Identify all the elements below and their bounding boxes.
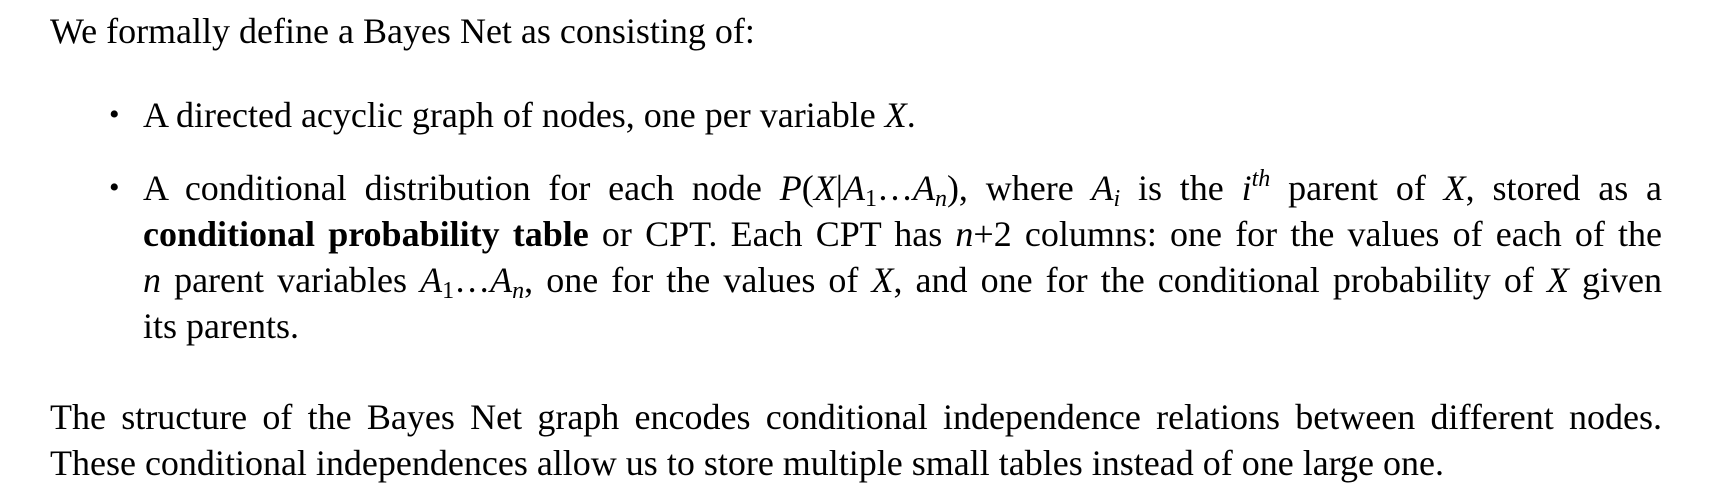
bullet-icon: • xyxy=(109,171,120,204)
math-variable: X xyxy=(1443,168,1466,208)
math-subscript: i xyxy=(1113,186,1121,212)
math-variable: A xyxy=(912,168,935,208)
math-variable: X xyxy=(1546,260,1569,300)
bullet-icon: • xyxy=(109,98,120,131)
math-subscript: n xyxy=(934,186,947,212)
math-symbol: … xyxy=(454,260,491,300)
math-variable: n xyxy=(955,214,974,254)
text: A conditional distribution for each node xyxy=(143,168,780,208)
math-variable: X xyxy=(871,260,894,300)
text: parent variables xyxy=(161,260,421,300)
paragraph-line: The structure of the Bayes Net graph enc… xyxy=(50,397,1662,437)
math-variable: P xyxy=(779,168,802,208)
list-item: • A directed acyclic graph of nodes, one… xyxy=(50,92,1662,138)
math-subscript: 1 xyxy=(442,278,455,304)
list-item: • A conditional distribution for each no… xyxy=(50,165,1662,349)
text: or CPT. Each CPT has xyxy=(588,214,956,254)
math-symbol: | xyxy=(835,168,843,208)
bullet-line: its parents. xyxy=(143,306,299,346)
paragraph-line: These conditional independences allow us… xyxy=(50,443,1444,483)
text: . xyxy=(906,95,916,135)
text: columns: one for the values of each of t… xyxy=(1011,214,1662,254)
math-variable: A xyxy=(420,260,443,300)
text: , stored as a xyxy=(1465,168,1663,208)
math-variable: X xyxy=(884,95,907,135)
math-subscript: 1 xyxy=(864,186,877,212)
math-symbol: ( xyxy=(801,168,814,208)
math-symbol: … xyxy=(876,168,913,208)
text: parent of xyxy=(1270,168,1444,208)
text: , one for the values of xyxy=(524,260,872,300)
text: A directed acyclic graph of nodes, one p… xyxy=(143,95,885,135)
math-variable: A xyxy=(1091,168,1114,208)
intro-paragraph: We formally define a Bayes Net as consis… xyxy=(50,11,755,51)
bullet-line: conditional probability table or CPT. Ea… xyxy=(143,211,1662,257)
bullet-line: A directed acyclic graph of nodes, one p… xyxy=(143,92,1662,138)
math-variable: i xyxy=(1241,168,1252,208)
math-subscript: n xyxy=(512,278,525,304)
math-superscript: th xyxy=(1251,166,1271,192)
math-variable: n xyxy=(143,260,161,300)
math-variable: A xyxy=(490,260,513,300)
text: is the xyxy=(1120,168,1242,208)
math-variable: X xyxy=(813,168,836,208)
definition-list: • A directed acyclic graph of nodes, one… xyxy=(50,92,1662,349)
bold-term: conditional probability table xyxy=(143,214,589,254)
math-variable: A xyxy=(842,168,865,208)
text: , and one for the conditional probabilit… xyxy=(893,260,1547,300)
bullet-line: n parent variables A1…An, one for the va… xyxy=(143,257,1662,303)
closing-paragraph: The structure of the Bayes Net graph enc… xyxy=(50,394,1662,486)
math-symbol: +2 xyxy=(973,214,1012,254)
text: where xyxy=(967,168,1092,208)
math-symbol: ), xyxy=(946,168,968,208)
bullet-line: A conditional distribution for each node… xyxy=(143,165,1662,211)
text: given xyxy=(1568,260,1662,300)
